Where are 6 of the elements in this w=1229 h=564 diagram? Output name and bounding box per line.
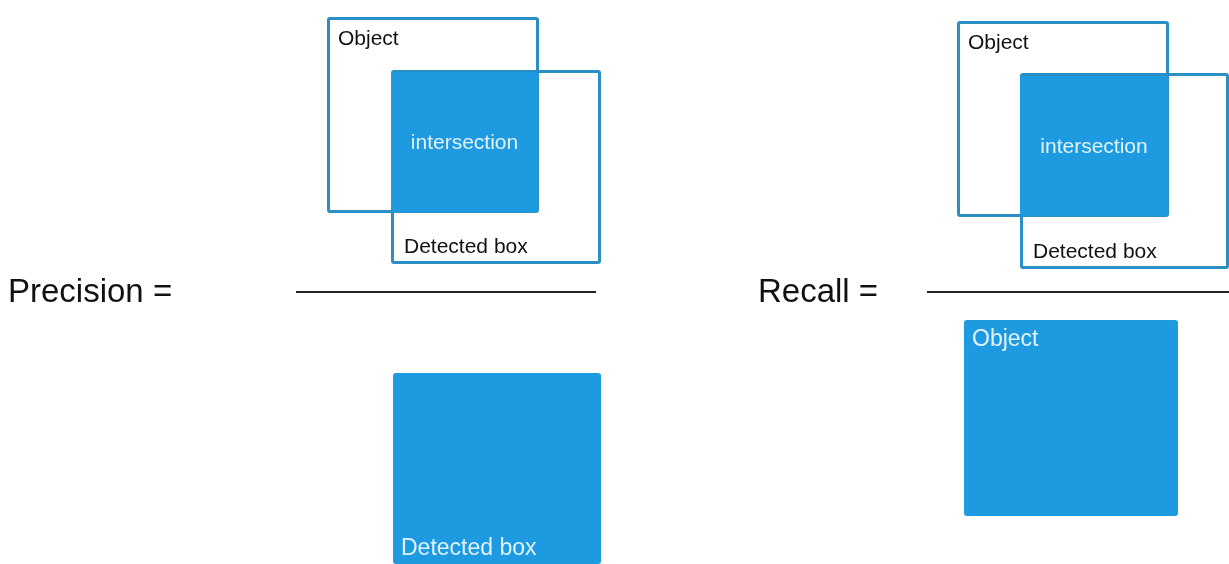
object-box: Object bbox=[964, 320, 1178, 516]
detected-box: Detected box bbox=[393, 373, 601, 564]
intersection-area: intersection bbox=[1020, 76, 1168, 216]
formula-label: Recall = bbox=[758, 272, 879, 310]
formula-label: Precision = bbox=[8, 272, 173, 310]
intersection-area: intersection bbox=[391, 72, 538, 212]
